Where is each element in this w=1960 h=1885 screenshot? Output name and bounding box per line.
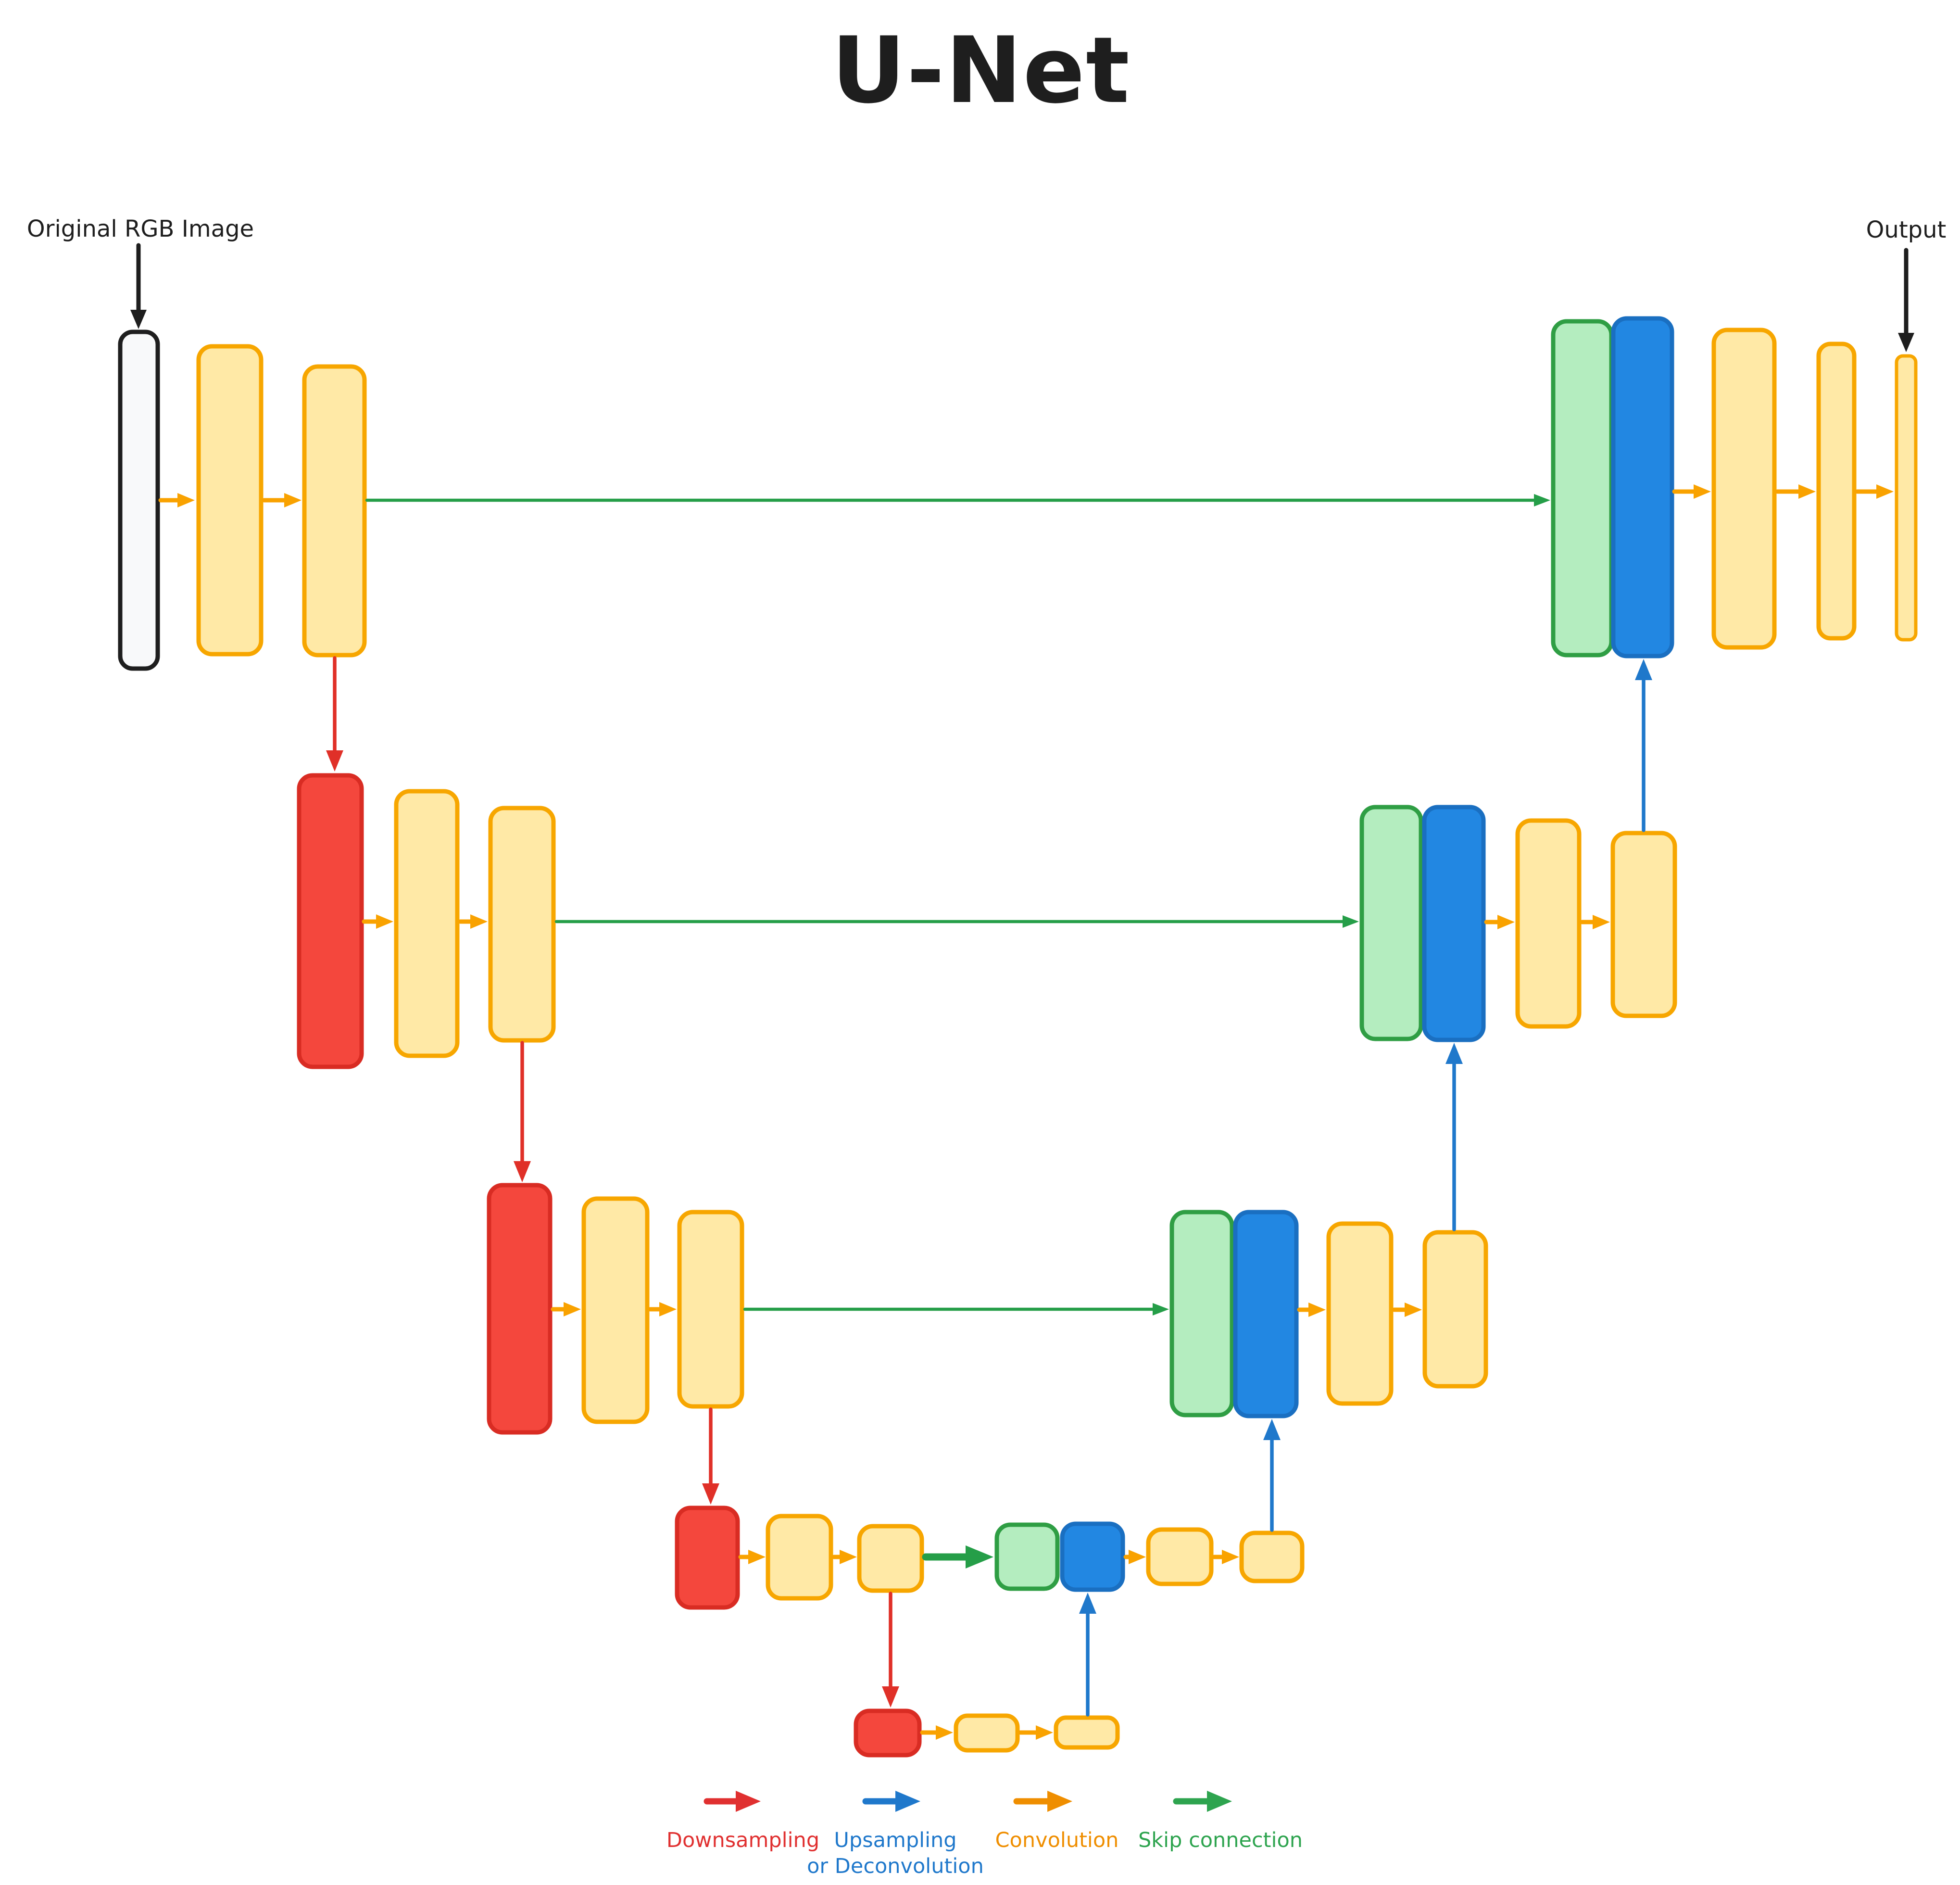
conv-arrow-14-head: [748, 1550, 766, 1564]
conv-arrow-4-head: [1798, 484, 1816, 499]
conv-arrow-8-head: [1497, 915, 1515, 929]
output-arrow-head: [1898, 333, 1914, 352]
block-dec4-conv2: [1239, 1531, 1305, 1583]
legend-arrow-upsampling-head: [895, 1791, 920, 1812]
block-dec4-conv1: [1146, 1527, 1214, 1586]
legend-label-skip-connection: Skip connection: [1138, 1828, 1303, 1852]
block-input-image: [118, 329, 160, 671]
conv-arrow-12-head: [1308, 1303, 1326, 1317]
conv-arrow-7-head: [470, 914, 488, 929]
output-image-label: Output: [1866, 216, 1947, 243]
block-enc2-conv2: [488, 806, 556, 1043]
conv-arrow-18-head: [936, 1725, 953, 1740]
conv-arrow-10-head: [564, 1302, 581, 1316]
block-dec2-concat: [1359, 805, 1423, 1041]
block-enc3-pool: [487, 1183, 553, 1435]
legend-label-upsampling: Upsampling: [834, 1828, 956, 1852]
legend-arrow-downsampling-head: [736, 1791, 761, 1812]
input-image-label: Original RGB Image: [27, 215, 254, 242]
input-arrow-head: [130, 310, 147, 329]
downsample-arrow-1-head: [326, 750, 343, 772]
block-bottleneck-conv2: [1054, 1715, 1120, 1750]
block-enc4-conv1: [766, 1514, 833, 1601]
block-dec1-conv2: [1816, 342, 1857, 641]
block-enc1-conv2: [302, 364, 367, 658]
downsample-arrow-3-head: [702, 1483, 719, 1505]
conv-arrow-9-head: [1593, 915, 1610, 929]
legend-arrow-convolution-head: [1047, 1791, 1072, 1812]
block-bottleneck-pool: [854, 1708, 922, 1758]
block-dec1-concat: [1551, 319, 1614, 658]
block-dec2-conv1: [1515, 818, 1582, 1029]
block-dec3-conv2: [1422, 1230, 1488, 1389]
conv-arrow-3-head: [1694, 484, 1711, 499]
conv-arrow-15-head: [840, 1550, 857, 1564]
conv-arrow-13-head: [1405, 1303, 1422, 1317]
skip-connection-3-head: [1153, 1303, 1169, 1316]
legend-label-upsampling-line2: or Deconvolution: [807, 1854, 984, 1878]
legend-arrows: [704, 1791, 1232, 1812]
legend-arrow-skip-connection-head: [1207, 1791, 1232, 1812]
block-dec1-conv1: [1711, 328, 1777, 650]
upsample-arrow-1-head: [1635, 659, 1652, 680]
conv-arrow-19-head: [1036, 1725, 1053, 1740]
downsample-arrow-2-head: [514, 1161, 531, 1182]
skip-connection-4-head: [966, 1545, 993, 1569]
block-bottleneck-conv1: [954, 1713, 1020, 1753]
block-enc3-conv2: [677, 1210, 744, 1409]
block-dec2-up: [1422, 805, 1486, 1042]
conv-arrow-16-head: [1129, 1550, 1146, 1564]
diagram-shapes: [118, 243, 1918, 1758]
conv-arrow-1-head: [177, 493, 195, 507]
upsample-arrow-3-head: [1263, 1419, 1281, 1440]
conv-arrow-2-head: [284, 493, 302, 507]
upsample-arrow-4-head: [1079, 1593, 1096, 1614]
legend-label-downsampling: Downsampling: [666, 1828, 819, 1852]
block-enc2-pool: [297, 773, 364, 1069]
conv-arrow-17-head: [1222, 1550, 1239, 1564]
block-dec4-up: [1060, 1521, 1125, 1592]
conv-arrow-11-head: [659, 1302, 677, 1316]
block-enc4-pool: [675, 1505, 740, 1610]
block-enc3-conv1: [581, 1196, 650, 1424]
upsample-arrow-2-head: [1445, 1043, 1463, 1064]
block-dec3-concat: [1169, 1210, 1234, 1417]
downsample-arrow-4-head: [882, 1686, 899, 1708]
skip-connection-1-head: [1534, 494, 1550, 506]
conv-arrow-6-head: [376, 914, 393, 929]
block-output-image: [1895, 354, 1918, 642]
block-enc1-conv1: [196, 344, 264, 657]
legend: Downsampling Upsampling or Deconvolution…: [666, 1791, 1303, 1878]
block-dec3-conv1: [1326, 1221, 1394, 1406]
skip-connection-2-head: [1343, 915, 1359, 928]
block-dec4-concat: [994, 1522, 1060, 1591]
conv-arrow-5-head: [1876, 484, 1894, 499]
block-enc4-conv2: [857, 1524, 924, 1593]
legend-label-convolution: Convolution: [995, 1828, 1119, 1852]
block-dec1-up: [1611, 316, 1674, 658]
page-title: U-Net: [831, 17, 1131, 124]
block-enc2-conv1: [394, 789, 460, 1058]
block-dec2-conv2: [1610, 831, 1677, 1018]
block-dec3-up: [1233, 1210, 1299, 1418]
